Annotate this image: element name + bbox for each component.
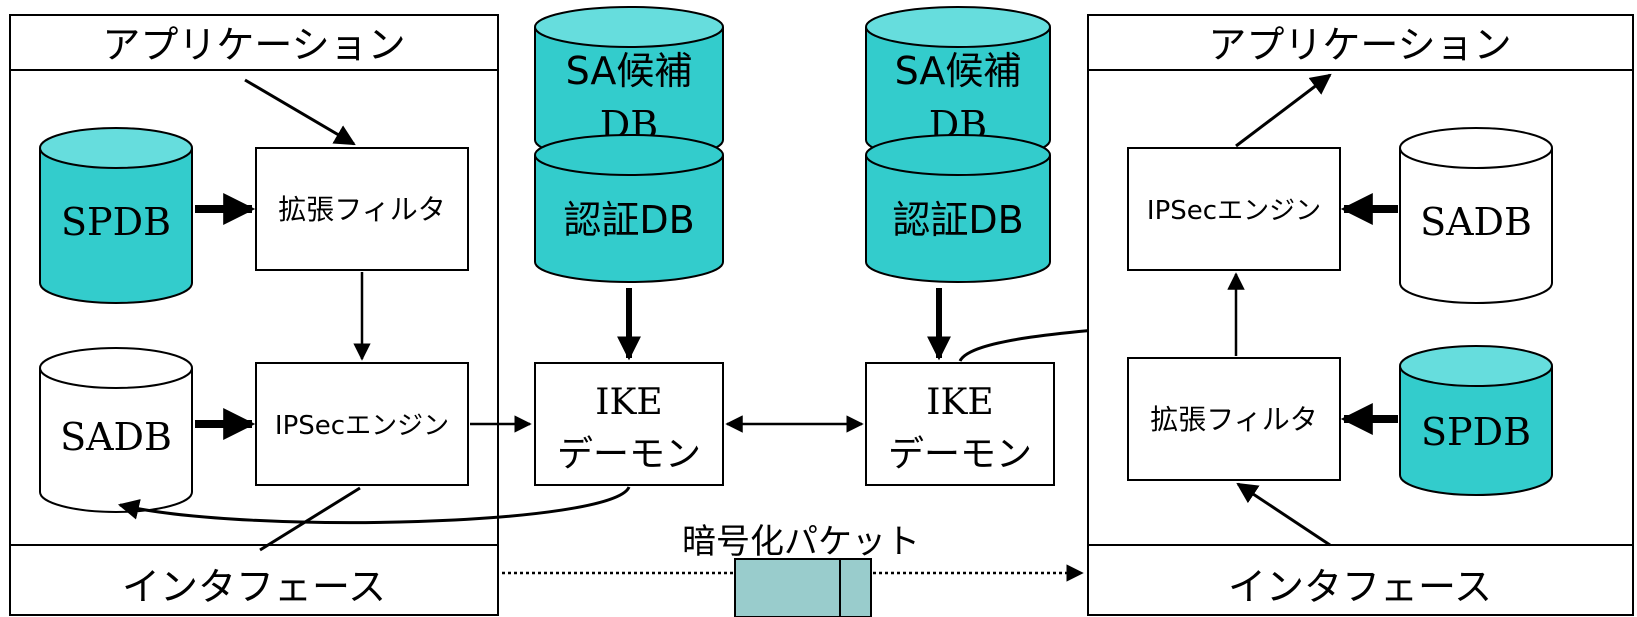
left-engine-label: IPSecエンジン: [275, 411, 449, 441]
right-filter-box: [1127, 357, 1341, 481]
left-host: アプリケーション インタフェース SPDB 拡張フィルタ SADB IPSecエ…: [9, 14, 532, 616]
left-ike-column: SA候補 DB 認証DB IKE デーモン: [117, 6, 724, 525]
right-auth-db-label: 認証DB: [892, 198, 1023, 242]
left-sadb-label: SADB: [60, 415, 172, 459]
right-sadb-cylinder: SADB: [1399, 127, 1553, 304]
left-application-title: アプリケーション: [102, 23, 405, 67]
arrow-engine-to-interface: [259, 486, 361, 552]
left-ike-line1: IKE: [595, 382, 662, 423]
right-auth-db: 認証DB: [865, 134, 1051, 283]
right-ike-line2: デーモン: [888, 434, 1032, 475]
right-spdb-label: SPDB: [1421, 410, 1531, 454]
left-engine-box: [255, 362, 469, 486]
right-application-title: アプリケーション: [1208, 23, 1511, 67]
encrypted-packet: [734, 558, 872, 617]
left-auth-db-label: 認証DB: [563, 198, 694, 242]
right-host-frame: [1087, 14, 1634, 616]
right-sadb-label: SADB: [1420, 200, 1532, 244]
left-ike-line2: デーモン: [557, 434, 701, 475]
left-auth-db: 認証DB: [534, 134, 724, 283]
left-host-frame: [9, 14, 499, 616]
left-filter-label: 拡張フィルタ: [278, 193, 445, 226]
arrow-app-to-filter: [244, 78, 356, 146]
encrypted-packet-group: 暗号化パケット: [502, 522, 1084, 617]
left-sa-db-line1: SA候補: [566, 49, 693, 93]
left-interface-title: インタフェース: [122, 565, 386, 609]
left-filter-box: [255, 147, 469, 271]
right-ike-column: SA候補 DB 認証DB IKE デーモン: [865, 6, 1483, 486]
packet-label: 暗号化パケット: [682, 522, 920, 562]
arrow-interface-to-filter: [1236, 482, 1331, 547]
right-spdb-cylinder: SPDB: [1399, 345, 1553, 496]
right-filter-label: 拡張フィルタ: [1150, 403, 1317, 436]
right-ike-daemon-box: [865, 362, 1055, 486]
left-spdb-label: SPDB: [61, 200, 171, 244]
right-engine-box: [1127, 147, 1341, 271]
left-spdb-cylinder: SPDB: [39, 127, 193, 304]
right-engine-label: IPSecエンジン: [1147, 196, 1321, 226]
right-sa-db-line1: SA候補: [895, 49, 1022, 93]
right-host: アプリケーション インタフェース IPSecエンジン SADB 拡張フィルタ S…: [1087, 14, 1634, 616]
arrow-engine-to-app: [1235, 73, 1332, 148]
right-interface-title: インタフェース: [1228, 565, 1492, 609]
left-sadb-cylinder: SADB: [39, 347, 193, 513]
right-sa-candidate-db: SA候補 DB: [865, 6, 1051, 161]
arrow-ike-to-left-sadb: [117, 486, 631, 525]
left-ike-daemon-box: [534, 362, 724, 486]
right-ike-line1: IKE: [926, 382, 993, 423]
